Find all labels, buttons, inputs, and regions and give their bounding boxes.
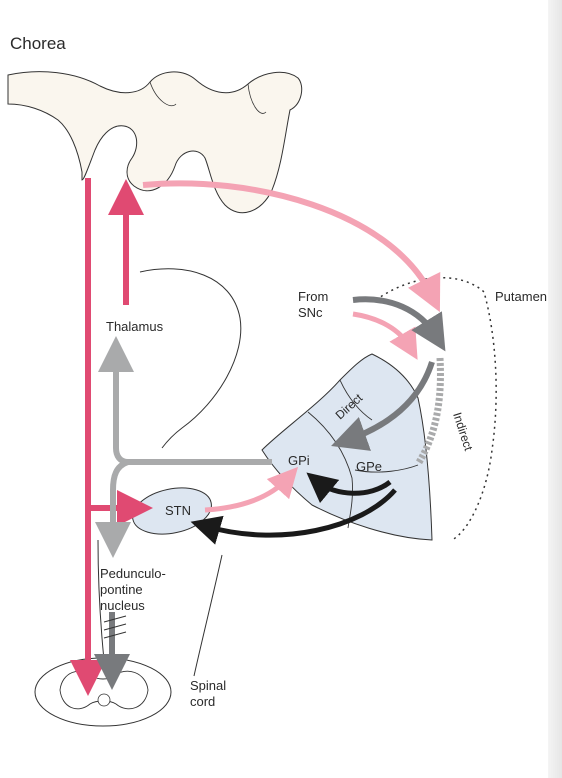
thalamus-outline — [140, 269, 241, 448]
gpi-label: GPi — [288, 453, 310, 468]
globus-pallidus — [262, 354, 432, 540]
from-snc-label-line1: From — [298, 289, 328, 304]
thalamus-label: Thalamus — [106, 319, 164, 334]
ppn-label-line2: pontine — [100, 582, 143, 597]
ppn-hatch — [104, 616, 126, 638]
stn-to-gpi-arrow — [205, 478, 288, 510]
spinal-cord-label-line1: Spinal — [190, 678, 226, 693]
spinal-cord-label-line2: cord — [190, 694, 215, 709]
putamen-label: Putamen — [495, 289, 547, 304]
snc-excitatory-arrow — [353, 314, 410, 347]
from-snc-label-line2: SNc — [298, 305, 323, 320]
gpe-label: GPe — [356, 459, 382, 474]
ppn-label-line3: nucleus — [100, 598, 145, 613]
corticostriatal-arrow — [143, 183, 432, 296]
stn-label: STN — [165, 503, 191, 518]
gpi-to-ppn-arrow — [113, 462, 128, 540]
ppn-label-line1: Pedunculo- — [100, 566, 166, 581]
spinal-cord-section — [35, 658, 171, 726]
indirect-label: Indirect — [450, 411, 476, 453]
gpi-output-pathway — [116, 354, 272, 462]
diagram-title: Chorea — [10, 34, 66, 53]
